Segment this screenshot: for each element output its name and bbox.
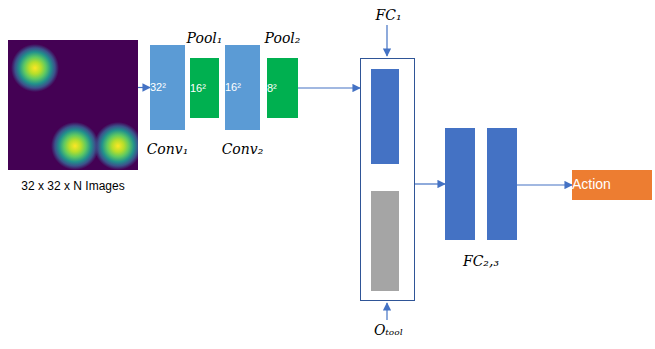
fc2-block <box>445 128 475 240</box>
action-label: Action <box>572 177 611 192</box>
feature-size: 32² <box>150 81 166 93</box>
layer-label: Conv₂ <box>222 142 264 157</box>
tool-block <box>371 191 399 291</box>
layer-label: FC₁ <box>375 8 401 23</box>
fc1-block <box>371 69 399 164</box>
flow-arrow <box>138 87 150 88</box>
feature-size: 8² <box>267 82 277 94</box>
fc3-block <box>487 128 517 240</box>
feature-size: 16² <box>225 81 241 93</box>
layer-label: Pool₂ <box>265 31 301 46</box>
layer-label: Conv₁ <box>147 142 189 157</box>
fc-group: FC₂,₃ <box>445 128 517 240</box>
leader-arrow <box>386 25 387 56</box>
concat-box: FC₁Oₜₒₒₗ <box>360 58 415 301</box>
pool-layer: 8²Pool₂ <box>267 58 298 118</box>
flow-arrow <box>517 184 572 185</box>
conv-layer: 16²Conv₂ <box>225 45 260 130</box>
action-box: Action <box>572 170 652 200</box>
input-image: 32 x 32 x N Images <box>8 40 138 170</box>
layer-label: FC₂,₃ <box>463 254 499 269</box>
feature-size: 16² <box>190 82 206 94</box>
layer-label: Pool₁ <box>187 31 223 46</box>
pool-layer: 16²Pool₁ <box>190 58 219 118</box>
conv-layer: 32²Conv₁ <box>150 45 185 130</box>
image-label: 32 x 32 x N Images <box>21 180 124 193</box>
input-label: Oₜₒₒₗ <box>374 323 403 338</box>
flow-arrow <box>298 87 360 88</box>
flow-arrow <box>415 183 445 184</box>
leader-arrow <box>386 303 387 320</box>
